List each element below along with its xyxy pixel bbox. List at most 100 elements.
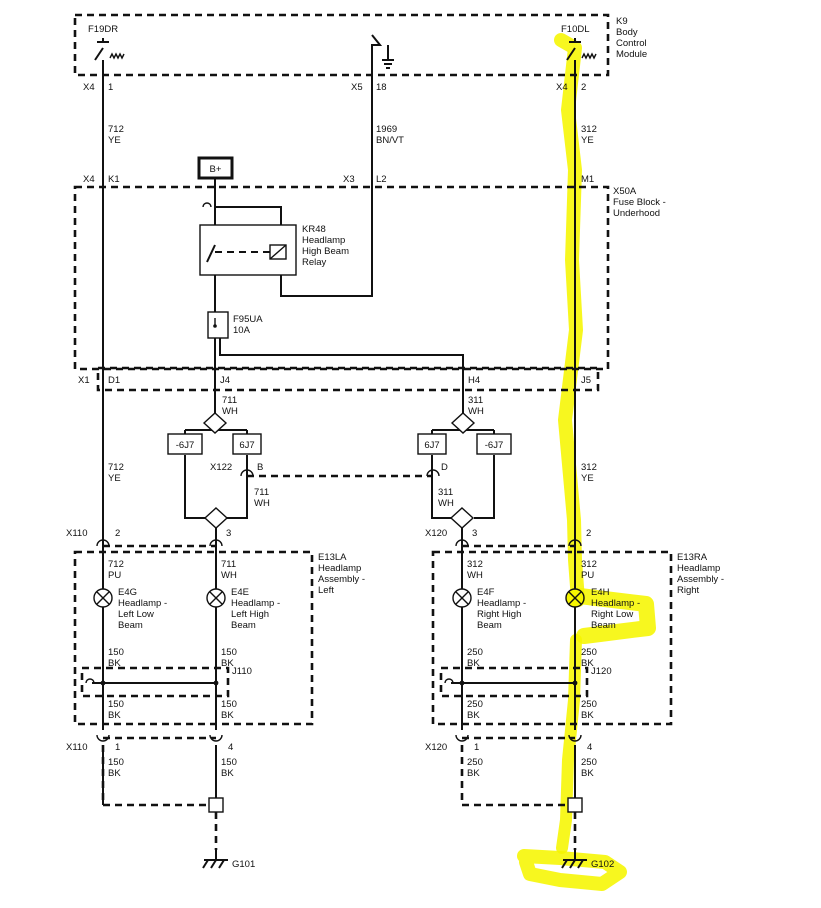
wire-711c-color: WH [221, 570, 237, 581]
wire-712a-num: 712 [108, 124, 124, 135]
conn-x122: X122 [210, 462, 232, 473]
wire-g10-color: BK [221, 768, 234, 779]
wire-311b-color: WH [438, 498, 454, 509]
j120-box [439, 666, 589, 698]
wire-312b-num: 312 [581, 462, 597, 473]
wire-g7-num: 250 [467, 699, 483, 710]
splice-tag-r2-box [476, 433, 512, 455]
wire-312d-num: 312 [581, 559, 597, 570]
wire-g2-num: 150 [221, 647, 237, 658]
wire-g3-num: 250 [467, 647, 483, 658]
bcm-name-line3: Module [616, 49, 647, 60]
lamp-e4e-ref: E4E [231, 587, 249, 598]
wire-g9-num: 150 [108, 757, 124, 768]
lamp-e4f-line2: Right High [477, 609, 521, 620]
conn-m1: M1 [581, 174, 594, 185]
conn-x120-p1: 1 [474, 742, 479, 753]
wire-711a-color: WH [222, 406, 238, 417]
conn-x3: X3 [343, 174, 355, 185]
battery-plus-box [197, 156, 234, 180]
fuse-block-line1: Fuse Block - [613, 197, 666, 208]
wire-711b-color: WH [254, 498, 270, 509]
conn-x110-p2: 2 [115, 528, 120, 539]
relay-line3: Relay [302, 257, 327, 268]
j110-splice-dot-2 [213, 680, 219, 686]
wire-g10-num: 150 [221, 757, 237, 768]
wire-711a-num: 711 [222, 395, 237, 406]
j120-splice-dot-2 [572, 680, 578, 686]
splice-tag-l2: 6J7 [239, 440, 254, 451]
conn-x5: X5 [351, 82, 363, 93]
lamp-e4e-icon [206, 588, 226, 608]
lamp-e4f-line1: Headlamp - [477, 598, 526, 609]
lamp-e4g-line1: Headlamp - [118, 598, 167, 609]
battery-plus-label: B+ [210, 164, 222, 175]
lamp-e4e-line3: Beam [231, 620, 256, 631]
wire-712c-color: PU [108, 570, 121, 581]
lamp-e4f-ref: E4F [477, 587, 495, 598]
conn-j5: J5 [581, 375, 591, 386]
relay-line1: Headlamp [302, 235, 345, 246]
wire-g12-color: BK [581, 768, 594, 779]
left-assembly-ref: E13LA [318, 552, 347, 563]
fuse-block-box [73, 185, 610, 371]
lamp-e4h-line1: Headlamp - [591, 598, 640, 609]
conn-x1: X1 [78, 375, 90, 386]
left-assembly-line2: Assembly - [318, 574, 365, 585]
wire-711b-num: 711 [254, 487, 269, 498]
lamp-e4h-line2: Right Low [591, 609, 633, 620]
bcm-ground-icon [382, 45, 394, 69]
lamp-e4g-line3: Beam [118, 620, 143, 631]
splice-tag-l2-box [232, 433, 262, 455]
conn-x110-top: X110 [66, 528, 87, 539]
right-ground-square [567, 797, 583, 813]
wire-1969-num: 1969 [376, 124, 397, 135]
conn-x120-p2: 2 [586, 528, 591, 539]
connector-pins [85, 202, 582, 742]
wire-g6-num: 150 [221, 699, 237, 710]
switch-f19dr-icon [94, 38, 125, 61]
fuse-block-lower-box [96, 366, 600, 392]
ground-g102-icon [561, 859, 587, 869]
wire-g2-color: BK [221, 658, 234, 669]
wire-g4-color: BK [581, 658, 594, 669]
conn-j110: J110 [232, 666, 252, 677]
conn-x3-pin: L2 [376, 174, 387, 185]
wires [92, 34, 576, 860]
wire-g8-num: 250 [581, 699, 597, 710]
lamp-e4h-line3: Beam [591, 620, 616, 631]
wire-1969-color: BN/VT [376, 135, 404, 146]
wire-312d-color: PU [581, 570, 594, 581]
conn-x120-p4: 4 [587, 742, 592, 753]
conn-x110-bot: X110 [66, 742, 87, 753]
lamp-e4f-line3: Beam [477, 620, 502, 631]
lamp-e4e-line2: Left High [231, 609, 269, 620]
wire-g12-num: 250 [581, 757, 597, 768]
wire-g1-num: 150 [108, 647, 124, 658]
splice-tag-r1: 6J7 [424, 440, 439, 451]
conn-x4a: X4 [83, 82, 95, 93]
fuse-rating: 10A [233, 325, 251, 336]
fuse-block-ref: X50A [613, 186, 637, 197]
lamp-e4g-line2: Left Low [118, 609, 154, 620]
splice-tag-l1: -6J7 [176, 440, 194, 451]
conn-x120-d: D [441, 462, 448, 473]
right-assembly-box [431, 550, 673, 726]
fuse-ref: F95UA [233, 314, 263, 325]
lamp-e4g-ref: E4G [118, 587, 137, 598]
switch-f10dl-icon [566, 38, 597, 61]
fuse-block-line2: Underhood [613, 208, 660, 219]
wire-g5-num: 150 [108, 699, 124, 710]
ground-g101-icon [202, 859, 228, 869]
wire-711c-num: 711 [221, 559, 236, 570]
left-assembly-box [73, 550, 314, 726]
wire-g3-color: BK [467, 658, 480, 669]
conn-x5-pin: 18 [376, 82, 387, 93]
conn-x122-pin: B [257, 462, 263, 473]
ground-g102-label: G102 [591, 859, 614, 870]
j110-box [80, 666, 230, 698]
wire-312a-color: YE [581, 135, 594, 146]
fuse-f95ua-icon [207, 311, 229, 339]
wire-g1-color: BK [108, 658, 121, 669]
